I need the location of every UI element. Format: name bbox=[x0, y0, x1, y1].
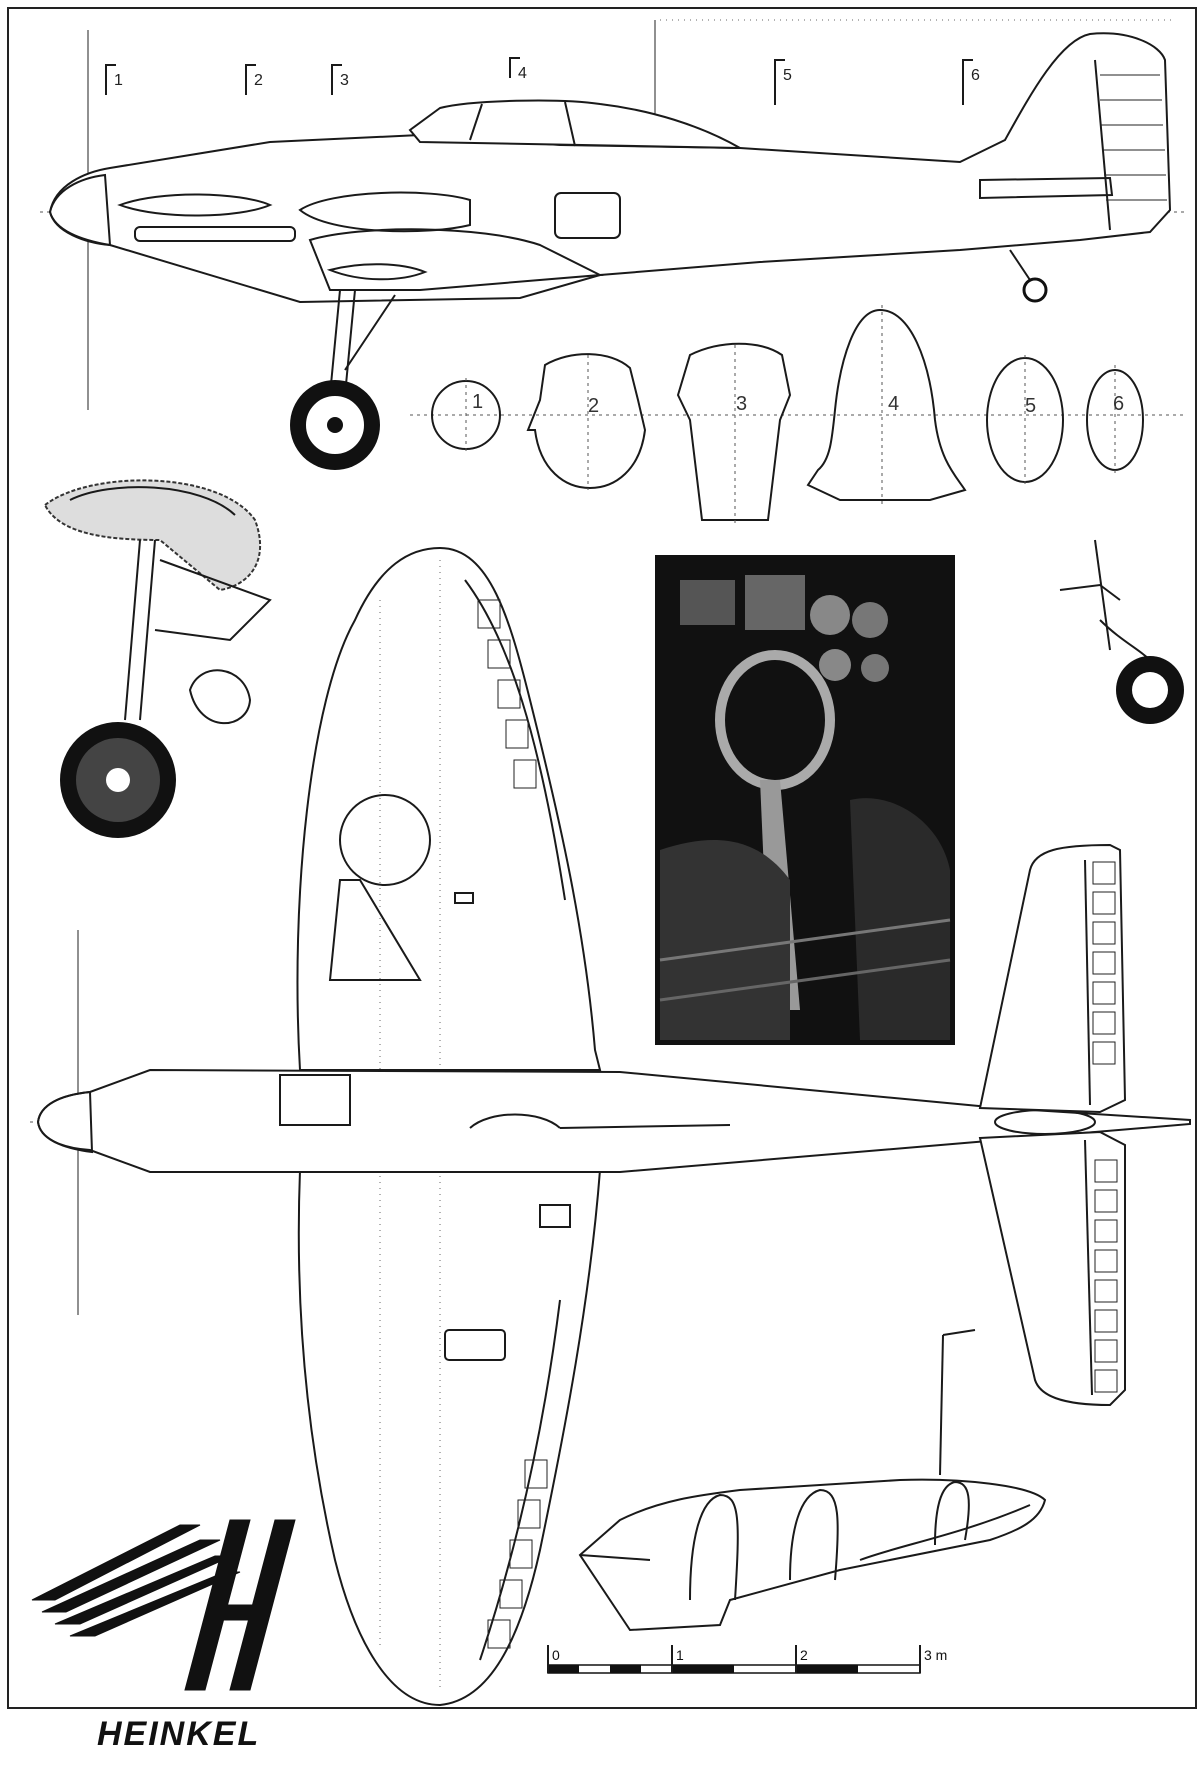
side-tail-wheel bbox=[1009, 249, 1048, 303]
top-lower-stabilizer bbox=[978, 1130, 1126, 1407]
gear-well-outline bbox=[43, 479, 261, 592]
station-marker-4: 4 bbox=[509, 57, 527, 82]
station-marker-label: 5 bbox=[783, 67, 792, 84]
cross-section-6: 6 bbox=[1086, 365, 1144, 475]
cross-section-label: 2 bbox=[588, 395, 599, 417]
canopy-frame-1 bbox=[469, 103, 483, 141]
canopy-antenna-mast bbox=[939, 1334, 944, 1476]
rudder-hinge bbox=[1094, 59, 1111, 231]
heinkel-wings-logo-icon bbox=[31, 1519, 296, 1691]
upper-elevator-ribs bbox=[1092, 861, 1116, 1065]
station-marker-label: 6 bbox=[971, 67, 980, 84]
station-marker-2: 2 bbox=[245, 64, 263, 95]
lower-aileron-ribs bbox=[487, 1459, 548, 1649]
cross-section-3: 3 bbox=[676, 342, 792, 525]
side-tailplane bbox=[979, 176, 1114, 200]
cross-section-1: 1 bbox=[431, 378, 501, 452]
logo-wordmark: HEINKEL bbox=[97, 1715, 260, 1753]
station-marker-label: 2 bbox=[254, 72, 263, 89]
cross-section-label: 1 bbox=[472, 391, 483, 413]
cross-section-label: 5 bbox=[1025, 395, 1036, 417]
cowling-panel bbox=[117, 193, 273, 217]
top-lower-wing bbox=[297, 1169, 602, 1707]
tail-wheel-detail bbox=[1059, 539, 1184, 724]
gear-well bbox=[326, 263, 428, 281]
scale-tick-label: 1 bbox=[676, 1647, 684, 1663]
cross-section-label: 6 bbox=[1113, 393, 1124, 415]
station-marker-label: 1 bbox=[114, 72, 123, 89]
cross-section-label: 3 bbox=[736, 393, 747, 415]
rudder-ribs bbox=[1100, 74, 1167, 201]
station-marker-6: 6 bbox=[962, 59, 980, 105]
scale-tick-label: 0 bbox=[552, 1647, 560, 1663]
sheet-border bbox=[7, 7, 1197, 1709]
cross-section-2: 2 bbox=[526, 353, 647, 490]
canopy-frame-front bbox=[689, 1493, 739, 1601]
side-profile-view: 1 2 3 4 5 6 bbox=[40, 19, 1185, 470]
station-marker-5: 5 bbox=[774, 59, 792, 105]
side-fuselage bbox=[48, 32, 1172, 304]
top-cockpit-outline bbox=[469, 1113, 561, 1129]
upper-aileron-ribs bbox=[477, 599, 537, 789]
side-canopy bbox=[408, 99, 741, 149]
top-hatch bbox=[279, 1074, 351, 1126]
side-main-gear bbox=[290, 289, 396, 470]
canopy-outline bbox=[578, 1478, 1047, 1632]
station-marker-1: 1 bbox=[105, 64, 123, 95]
top-upper-wing bbox=[296, 546, 602, 1071]
main-gear-detail bbox=[43, 479, 272, 838]
cockpit-photo bbox=[655, 555, 955, 1045]
canopy-frame-middle bbox=[789, 1488, 839, 1581]
gear-door bbox=[188, 669, 252, 725]
upper-wheel-well bbox=[339, 794, 431, 886]
exhaust-stubs bbox=[134, 226, 296, 242]
cross-section-4: 4 bbox=[806, 305, 967, 505]
station-marker-label: 4 bbox=[518, 65, 527, 82]
top-spinner bbox=[37, 1090, 94, 1154]
top-upper-stabilizer bbox=[978, 843, 1127, 1114]
top-plan-view bbox=[30, 546, 1191, 1707]
side-wing-root bbox=[308, 228, 604, 291]
station-marker-label: 3 bbox=[340, 72, 349, 89]
cross-section-label: 4 bbox=[888, 393, 899, 415]
canopy-detail bbox=[578, 1329, 1047, 1632]
lower-aileron-line bbox=[479, 1299, 561, 1661]
side-spinner bbox=[49, 173, 112, 247]
lower-elevator-ribs bbox=[1094, 1159, 1118, 1393]
side-access-panel bbox=[554, 192, 621, 239]
cross-section-5: 5 bbox=[986, 355, 1064, 485]
radiator-fairing bbox=[298, 191, 471, 233]
upper-aileron-line bbox=[464, 579, 566, 901]
scale-tick-label: 3 m bbox=[924, 1647, 947, 1663]
cross-sections: 1 2 3 4 5 6 bbox=[410, 305, 1185, 525]
scale-tick-label: 2 bbox=[800, 1647, 808, 1663]
canopy-frame-2 bbox=[564, 101, 576, 147]
lower-access-panel bbox=[444, 1329, 506, 1361]
scale-bar: 0 1 2 3 m bbox=[547, 1645, 947, 1674]
canopy-frame-rear bbox=[934, 1480, 970, 1546]
station-marker-3: 3 bbox=[331, 64, 349, 95]
